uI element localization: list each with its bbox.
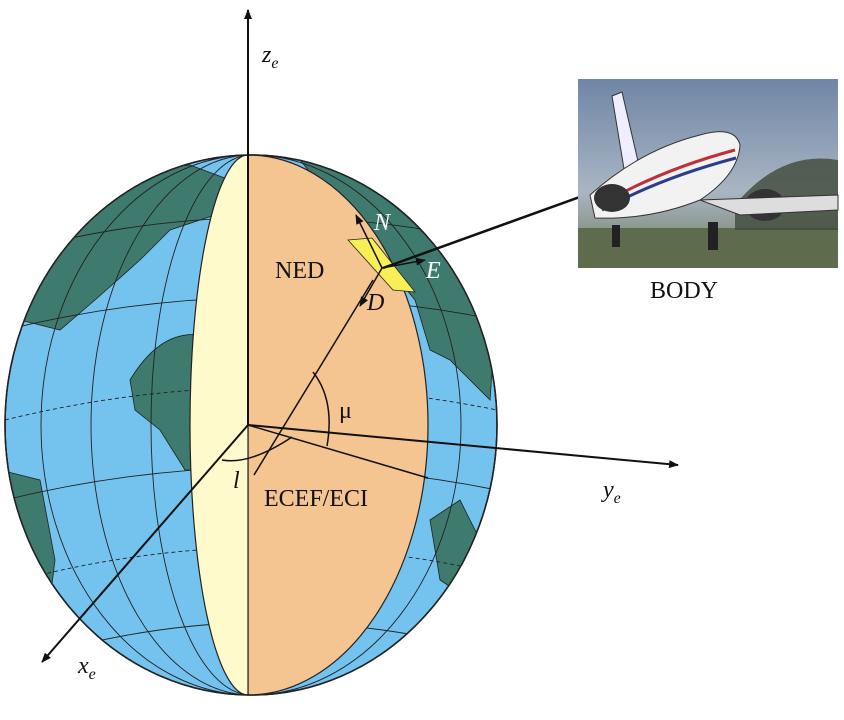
mu-angle-arc — [312, 371, 330, 447]
ned-frame-label: NED — [275, 258, 324, 284]
north-label: N — [373, 210, 392, 236]
longitude-angle-arc — [221, 436, 293, 462]
ecef-cut-section — [247, 154, 429, 696]
inner-yellow-section — [189, 154, 249, 696]
north-vector — [355, 214, 383, 269]
longitude-label: l — [233, 468, 240, 494]
ecef-eci-frame-label: ECEF/ECI — [264, 486, 368, 512]
mu-angle-label: μ — [339, 398, 352, 424]
east-label: E — [425, 258, 441, 284]
z-axis-label: ze — [261, 42, 278, 72]
down-vector — [359, 267, 383, 307]
x-axis — [41, 424, 249, 663]
land-africa — [129, 334, 201, 471]
equator-radius — [247, 424, 429, 479]
down-label: D — [366, 290, 384, 316]
radial-line — [253, 279, 374, 476]
x-axis-label: xe — [77, 653, 96, 683]
body-frame-label: BODY — [650, 278, 718, 304]
body-aircraft-image — [578, 79, 839, 268]
ned-tangent-plane — [347, 237, 416, 293]
y-axis — [247, 424, 679, 469]
y-axis-label: ye — [601, 477, 621, 507]
